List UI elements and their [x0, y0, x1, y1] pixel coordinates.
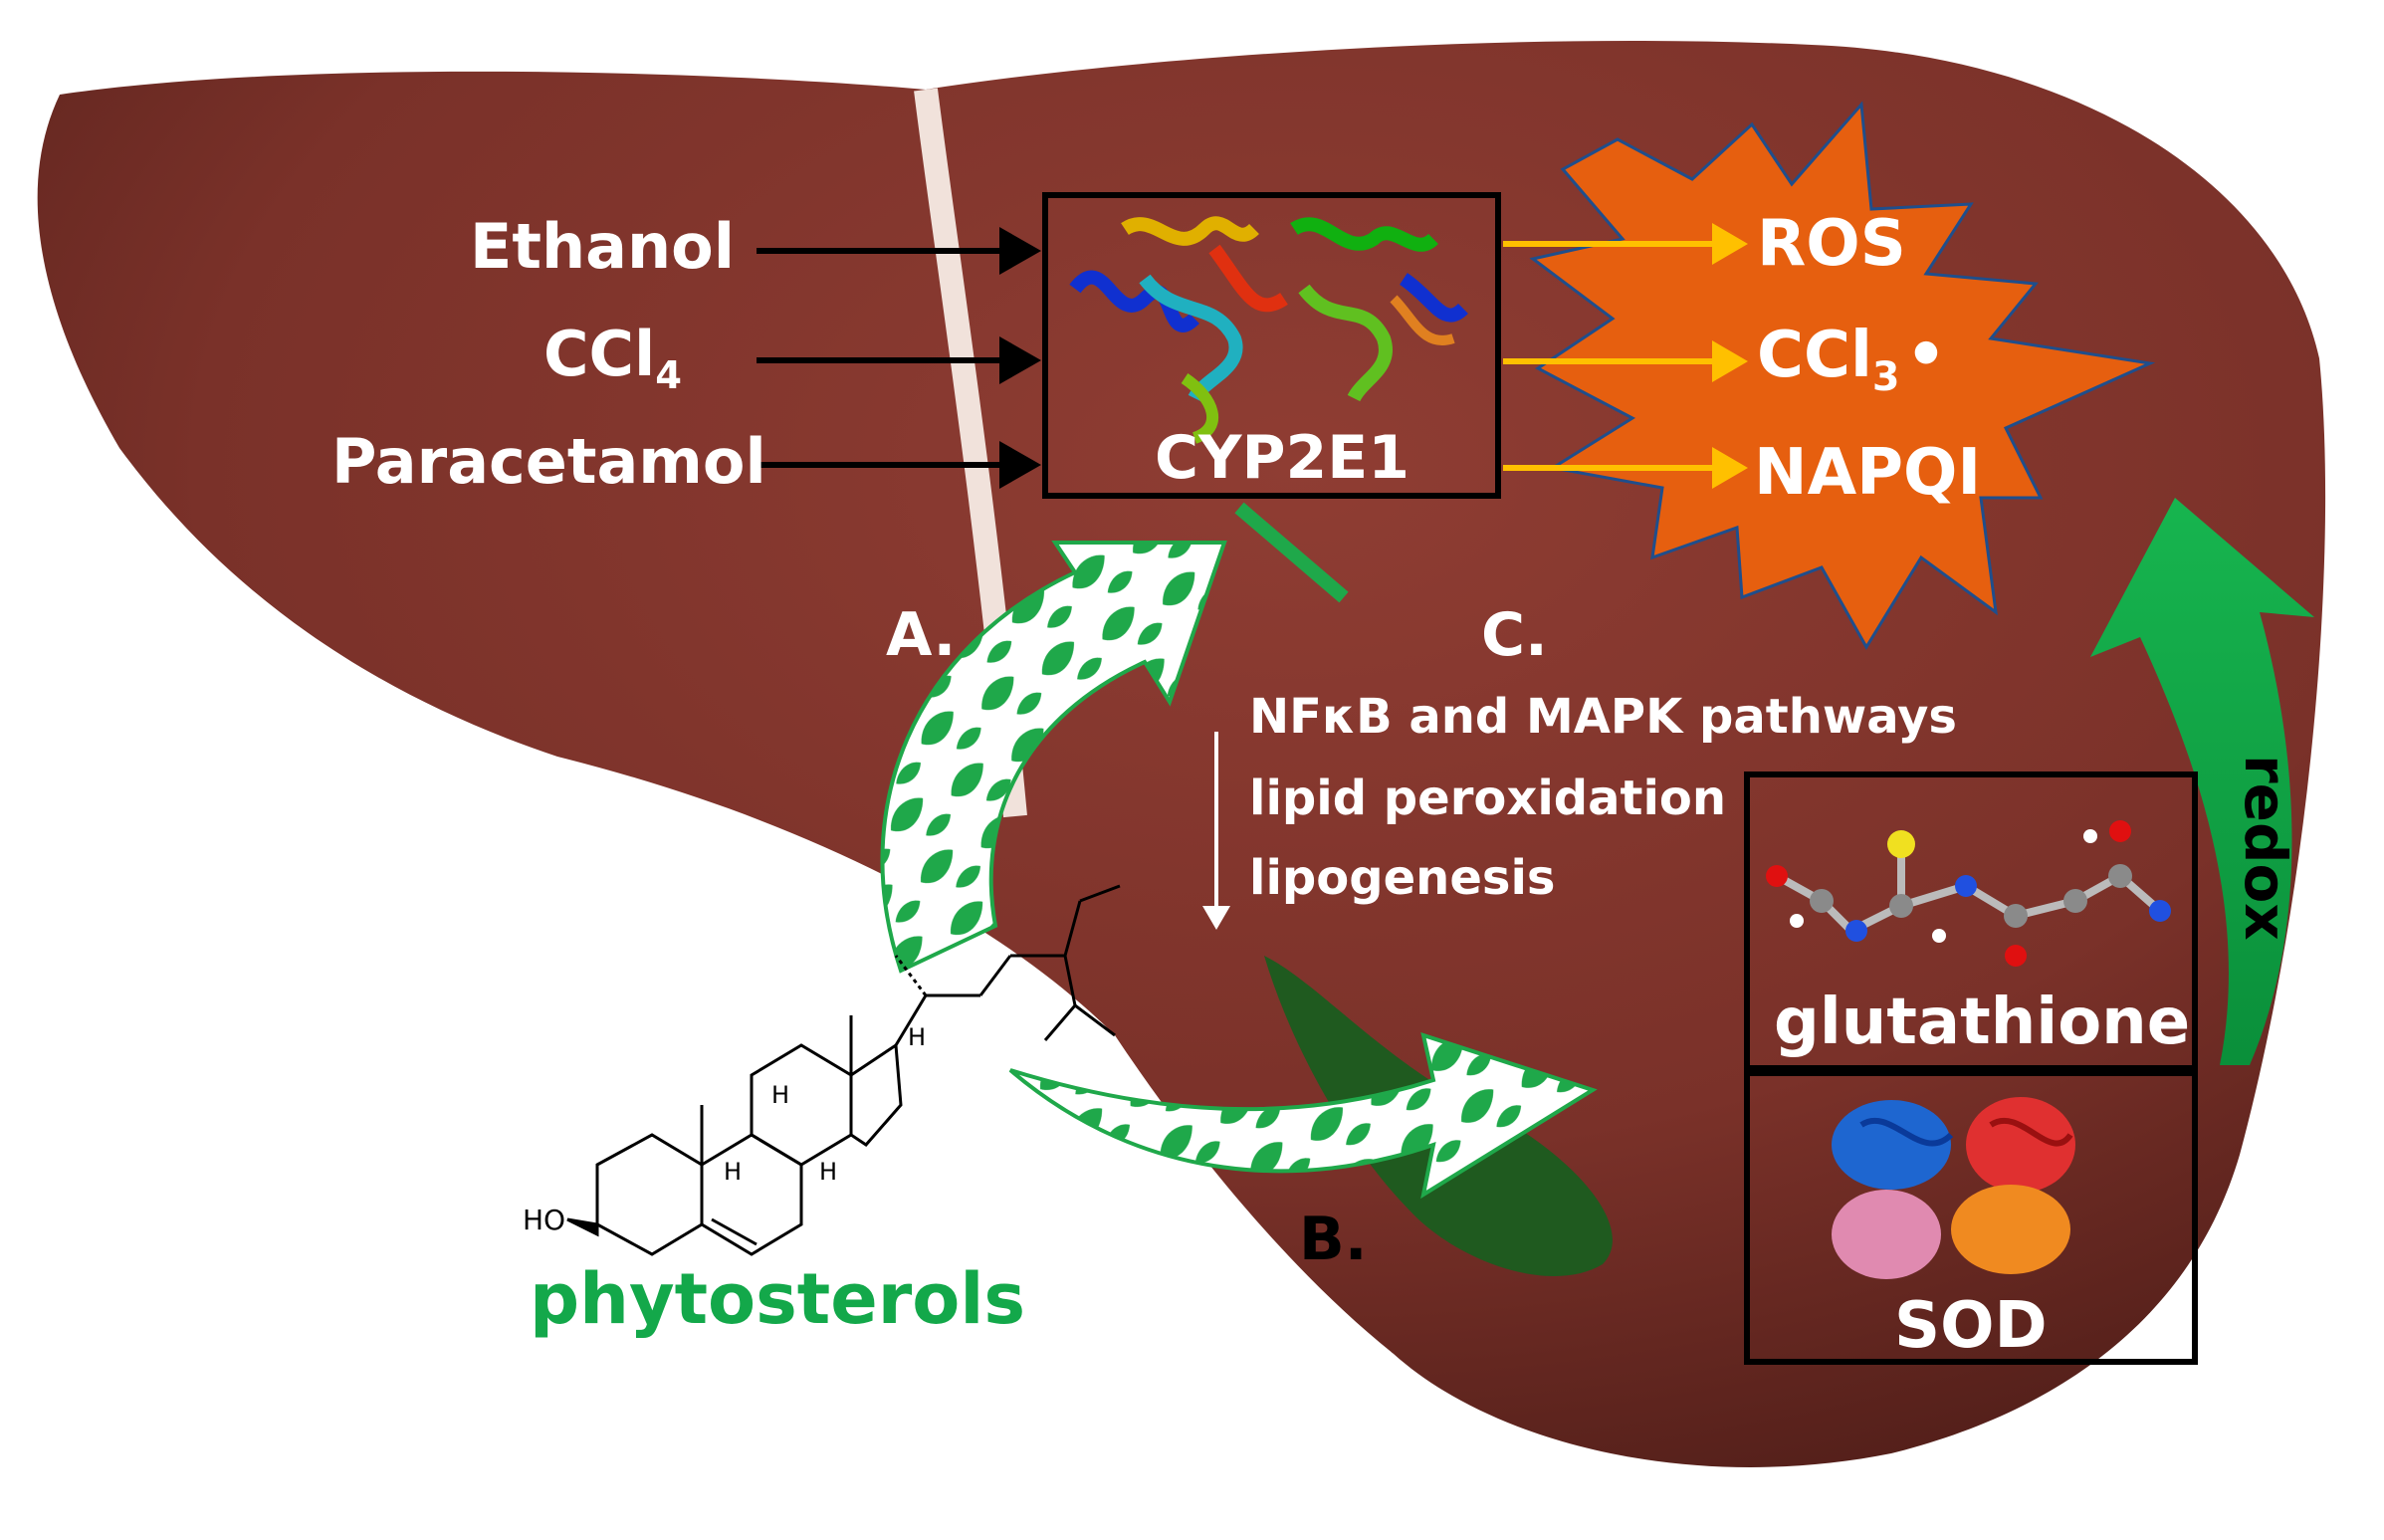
leaf-arrow-b [1008, 1032, 1598, 1200]
pathway-item-lipogenesis: lipogenesis [1249, 850, 1556, 906]
pathway-item-nfkb: NFκB and MAPK pathways [1249, 689, 1957, 745]
phytosterol-structure [566, 884, 1121, 1256]
label-glutathione: glutathione [1774, 986, 2191, 1059]
label-ho: HO [523, 1204, 566, 1236]
label-paracetamol: Paracetamol [331, 425, 766, 498]
label-ccl3-radical-dot: • [1905, 319, 1947, 392]
cyp2e1-box [1042, 192, 1501, 499]
label-ros: ROS [1757, 207, 1906, 281]
label-ccl4: CCl4 [543, 324, 682, 396]
label-ccl4-subscript: 4 [655, 353, 682, 399]
label-ccl4-main: CCl [543, 318, 656, 390]
label-ccl3: CCl3• [1757, 324, 1946, 397]
redox-arrow [2090, 498, 2314, 1065]
label-h-4: H [908, 1023, 927, 1051]
cyp2e1-protein-icon [1069, 216, 1468, 444]
leaf-arrow-a [880, 541, 1227, 974]
marker-a: A. [886, 600, 957, 670]
label-ethanol: Ethanol [470, 210, 735, 283]
glutathione-molecule-icon [1766, 820, 2171, 967]
pathway-item-lipid-peroxidation: lipid peroxidation [1249, 770, 1727, 826]
glutathione-box [1744, 771, 2198, 1071]
inhibition-bar [1234, 502, 1349, 603]
label-h-2: H [771, 1081, 790, 1109]
label-h-1: H [724, 1158, 743, 1186]
label-phytosterols: phytosterols [530, 1258, 1025, 1340]
label-ccl3-subscript: 3 [1871, 353, 1900, 400]
sod-protein-icon [1832, 1097, 2075, 1279]
label-redox: redox [2232, 755, 2299, 941]
label-napqi: NAPQI [1754, 436, 1982, 510]
marker-c: C. [1481, 600, 1548, 670]
label-cyp2e1: CYP2E1 [1155, 423, 1409, 493]
marker-b: B. [1299, 1205, 1368, 1274]
sod-box [1744, 1070, 2198, 1365]
label-sod: SOD [1894, 1289, 2048, 1363]
label-h-3: H [819, 1158, 838, 1186]
label-ccl3-main: CCl [1757, 319, 1872, 392]
